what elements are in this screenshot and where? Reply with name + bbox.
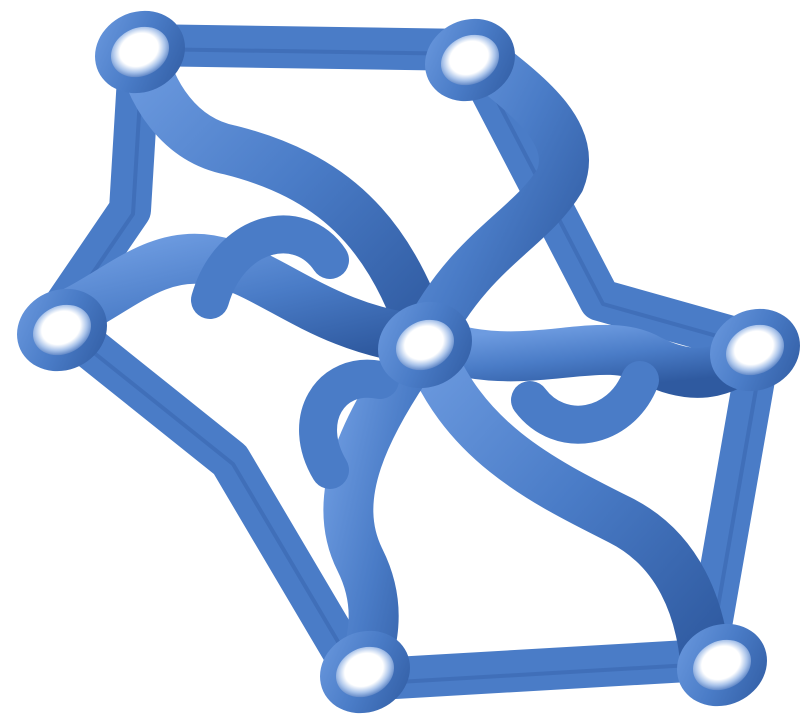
- spiral-arm: [115, 20, 450, 365]
- spiral-arm: [400, 25, 589, 365]
- screw-hole: [710, 308, 800, 392]
- screw-hole: [320, 630, 410, 714]
- screw-hole: [17, 288, 107, 372]
- inner-swirls: [191, 215, 659, 489]
- screw-hole: [425, 18, 515, 102]
- inner-swirl: [511, 361, 659, 444]
- screw-hole: [677, 623, 767, 707]
- inner-swirl: [299, 359, 399, 489]
- screw-holes: [17, 10, 800, 714]
- inner-swirl: [191, 215, 349, 319]
- spiral-arms: [30, 20, 785, 705]
- screw-hole: [378, 301, 472, 389]
- screw-hole: [95, 10, 185, 94]
- spiral-arm: [400, 315, 730, 685]
